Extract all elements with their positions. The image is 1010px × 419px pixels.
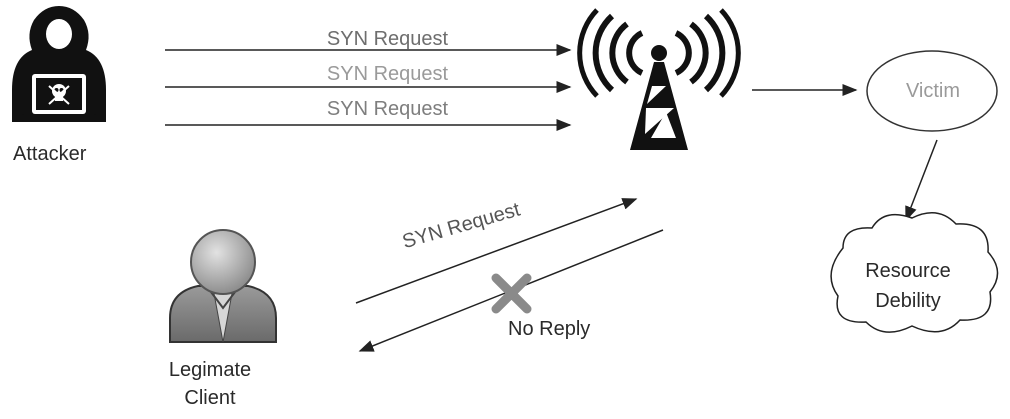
hacker-laptop-icon (12, 6, 106, 122)
legit-client-label: Legimate Client (150, 356, 270, 412)
radio-tower-icon (577, 8, 741, 150)
client-syn-arrow (355, 198, 638, 304)
client-label-line-2: Client (184, 387, 236, 409)
syn-request-label-1: SYN Request (326, 28, 449, 50)
syn-request-label-2: SYN Request (326, 63, 449, 85)
attacker-label: Attacker (13, 143, 87, 165)
victim-to-resource-arrow (905, 139, 938, 222)
victim-node (866, 50, 998, 132)
resource-line-1: Resource (865, 260, 951, 282)
resource-debility-label: Resource Debility (828, 256, 988, 316)
no-reply-label: No Reply (508, 318, 591, 340)
x-mark-icon (491, 273, 532, 314)
victim-label: Victim (905, 80, 961, 102)
syn-request-label-3: SYN Request (326, 98, 449, 120)
client-label-line-1: Legimate (168, 359, 252, 381)
resource-cloud (830, 212, 999, 333)
user-avatar-icon (169, 229, 277, 343)
resource-line-2: Debility (875, 290, 941, 312)
